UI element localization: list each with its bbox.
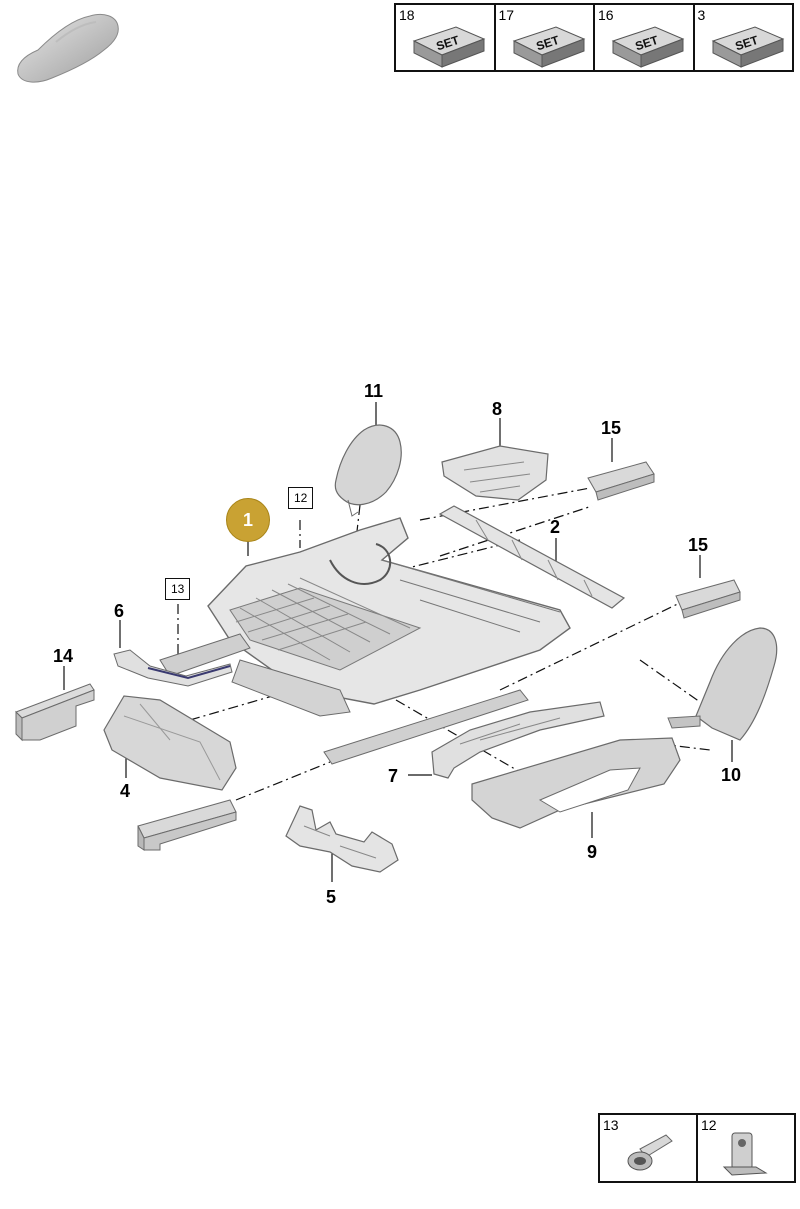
part-6-lever[interactable] — [113, 649, 233, 687]
callout-2[interactable]: 2 — [550, 517, 561, 537]
set-box-icon: SET — [611, 26, 685, 68]
part-15-rail-cover-upper[interactable] — [587, 461, 655, 501]
fastener-cell-12[interactable]: 12 — [698, 1115, 794, 1181]
part-2-cross-tube[interactable] — [438, 505, 626, 609]
callout-lines — [63, 402, 733, 882]
callout-5[interactable]: 5 — [326, 887, 337, 907]
set-cell-number: 3 — [697, 7, 706, 23]
bolt-screw-icon — [627, 1134, 673, 1171]
car-silhouette-icon — [17, 13, 119, 83]
set-cell-18[interactable]: 18 SET — [396, 5, 496, 70]
callout-box-12[interactable]: 12 — [288, 487, 314, 509]
fastener-cell-number: 13 — [603, 1117, 619, 1133]
part-7-rail-bracket[interactable] — [431, 701, 605, 779]
callout-11[interactable]: 11 — [364, 381, 384, 401]
part-9-side-panel[interactable] — [471, 737, 681, 829]
part-8-bracket[interactable] — [441, 445, 549, 501]
callout-box-13[interactable]: 13 — [165, 578, 191, 600]
set-cell-3[interactable]: 3 SET — [695, 5, 793, 70]
callout-15-lower[interactable]: 15 — [688, 535, 709, 555]
callout-10[interactable]: 10 — [721, 765, 742, 785]
callout-8[interactable]: 8 — [492, 399, 503, 419]
callout-7[interactable]: 7 — [388, 766, 399, 786]
part-14-trim-strip[interactable] — [15, 683, 95, 742]
part-15-rail-cover-lower[interactable] — [675, 579, 741, 619]
set-box-icon: SET — [711, 26, 784, 68]
part-10-recliner-cover[interactable] — [667, 627, 778, 741]
callout-9[interactable]: 9 — [587, 842, 598, 862]
part-11-cover-trim[interactable] — [334, 424, 402, 517]
callout-14[interactable]: 14 — [53, 646, 74, 666]
set-cell-number: 16 — [598, 7, 614, 23]
set-parts-table: 18 SET 17 SET 16 SET 3 SET — [394, 3, 794, 72]
clip-fastener-icon — [722, 1132, 768, 1176]
fastener-cell-number: 12 — [701, 1117, 717, 1133]
set-cell-number: 18 — [399, 7, 415, 23]
fastener-cell-13[interactable]: 13 — [600, 1115, 698, 1181]
set-cell-number: 17 — [498, 7, 515, 23]
callout-4[interactable]: 4 — [120, 781, 131, 801]
set-cell-17[interactable]: 17 SET — [496, 5, 595, 70]
part-4-side-cover[interactable] — [103, 695, 237, 791]
part-5-bracket[interactable] — [285, 805, 399, 873]
part-trim-strip-lower[interactable] — [137, 799, 237, 851]
callout-15-upper[interactable]: 15 — [601, 418, 622, 438]
set-cell-16[interactable]: 16 SET — [595, 5, 695, 70]
fastener-parts-table: 13 12 — [598, 1113, 796, 1183]
set-box-icon: SET — [412, 26, 486, 68]
part-1-seat-frame[interactable] — [159, 517, 571, 765]
main-part-callout[interactable]: 1 — [226, 498, 270, 542]
set-box-icon: SET — [512, 26, 585, 68]
callout-6[interactable]: 6 — [114, 601, 125, 621]
